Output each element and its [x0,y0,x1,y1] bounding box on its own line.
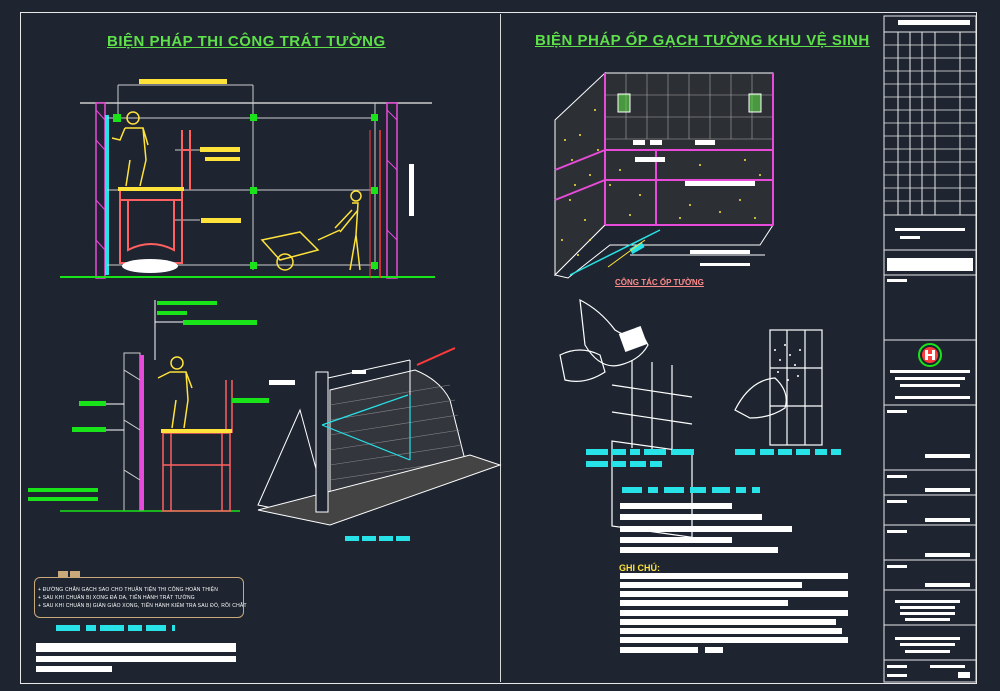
notes-heading: GHI CHÚ: [619,563,660,573]
brick-wall-iso [257,347,502,541]
note-3: + SAU KHI CHUẨN BỊ GIÀN GIÁO XONG, TIẾN … [38,603,247,609]
left-footer-bars [36,571,236,672]
note-1: + ĐƯỜNG CHÂN GẠCH SAO CHO THUẬN TIỆN THI… [38,587,219,593]
title-block [883,15,977,683]
left-sheet-title: BIỆN PHÁP THI CÔNG TRÁT TƯỜNG [107,33,386,50]
bathroom-iso [554,71,774,279]
plaster-section [28,300,269,512]
right-text-block [620,487,848,653]
tiling-hand-2 [734,329,823,446]
tiling-hand-1 [559,298,693,538]
plaster-elevation [60,79,435,279]
note-2: + SAU KHI CHUẨN BỊ XONG ĐÁ DA, TIẾN HÀNH… [38,595,195,601]
company-logo [918,343,942,367]
notes-box [34,577,244,618]
right-sheet-title: BIỆN PHÁP ỐP GẠCH TƯỜNG KHU VỆ SINH [535,32,870,49]
sheet-divider [500,14,501,682]
tile-work-label: CÔNG TÁC ỐP TƯỜNG [615,278,704,287]
hand-captions [586,449,841,467]
